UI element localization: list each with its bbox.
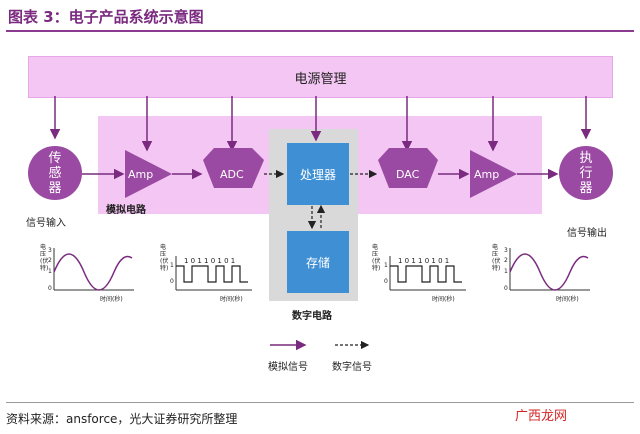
digital-tick-1-out: 1	[384, 262, 388, 269]
watermark: 广西龙网	[515, 409, 568, 424]
power-management-bar: 电源管理	[28, 56, 613, 98]
analog-tick-1-out: 1	[504, 268, 508, 275]
digital-circuit-label: 数字电路	[292, 311, 332, 322]
figure-title: 图表 3：电子产品系统示意图	[8, 8, 204, 26]
analog-tick-2-out: 2	[504, 257, 508, 264]
amp-out-label: Amp	[474, 168, 500, 181]
analog-tick-3: 3	[48, 247, 52, 254]
bits-in: 1 0 1 1 0 1 0 1	[184, 257, 236, 265]
digital-tick-1: 1	[170, 262, 174, 269]
dac-shape	[378, 148, 438, 188]
source-note: 资料来源：ansforce，光大证券研究所整理	[6, 412, 238, 426]
digital-wave-in	[175, 256, 252, 291]
adc-label: ADC	[220, 168, 244, 181]
footer-rule	[6, 402, 634, 403]
storage-label: 存储	[305, 255, 330, 270]
analog-tick-3-out: 3	[504, 247, 508, 254]
amp-out-shape	[470, 150, 517, 198]
storage-box: 存储	[287, 231, 349, 293]
bits-out: 1 0 1 1 0 1 0 1	[398, 257, 450, 265]
wave-ylabel-3: 电压(伏特)	[372, 244, 381, 272]
analog-tick-0: 0	[48, 285, 52, 292]
wave-xlabel-1: 时间(秒)	[100, 296, 123, 303]
wave-xlabel-2: 时间(秒)	[220, 296, 243, 303]
signal-out-label: 信号输出	[567, 228, 607, 239]
wave-xlabel-3: 时间(秒)	[432, 296, 455, 303]
wave-ylabel-2: 电压(伏特)	[160, 244, 169, 272]
processor-label: 处理器	[299, 167, 336, 182]
wave-xlabel-4: 时间(秒)	[556, 296, 579, 303]
wave-ylabel-1: 电压(伏特)	[40, 244, 49, 272]
analog-tick-2: 2	[48, 257, 52, 264]
amp-in-shape	[125, 150, 172, 198]
sensor-circle: 传 感 器	[28, 146, 82, 200]
dac-label: DAC	[396, 168, 420, 181]
digital-wave-out	[389, 256, 466, 291]
analog-wave-out	[509, 248, 590, 291]
analog-wave-in	[53, 248, 134, 291]
signal-in-label: 信号输入	[26, 218, 66, 229]
processor-box: 处理器	[287, 143, 349, 205]
analog-circuit-label: 模拟电路	[106, 205, 146, 216]
actuator-circle: 执 行 器	[559, 146, 613, 200]
power-management-label: 电源管理	[294, 71, 347, 87]
title-rule	[6, 30, 634, 32]
wave-ylabel-4: 电压(伏特)	[492, 244, 501, 272]
legend-digital-label: 数字信号	[332, 362, 372, 373]
digital-tick-0-out: 0	[384, 278, 388, 285]
analog-tick-0-out: 0	[504, 285, 508, 292]
adc-shape	[203, 148, 264, 188]
analog-tick-1: 1	[48, 268, 52, 275]
digital-tick-0: 0	[170, 278, 174, 285]
amp-in-label: Amp	[128, 168, 154, 181]
legend-analog-label: 模拟信号	[268, 362, 308, 373]
